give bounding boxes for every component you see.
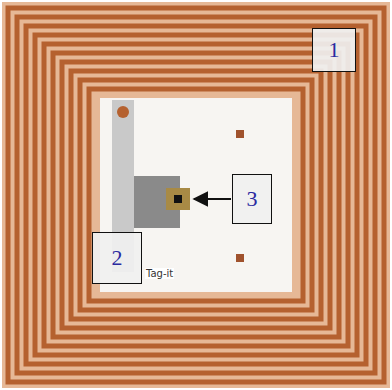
chip [166, 188, 190, 210]
callout-number: 1 [329, 39, 340, 61]
tag-substrate [2, 2, 390, 388]
callout-number: 2 [112, 247, 123, 269]
antenna-coil [8, 8, 384, 382]
callout-box: 2 [92, 232, 142, 284]
callout-box: 3 [232, 174, 272, 224]
via [117, 106, 129, 118]
brand-text: Tag-it [145, 268, 174, 279]
chip-die [174, 195, 182, 203]
pad [236, 130, 244, 138]
callout-box: 1 [312, 28, 356, 72]
leader-arrow [194, 198, 231, 200]
pad [236, 254, 244, 262]
callout-number: 3 [247, 188, 258, 210]
